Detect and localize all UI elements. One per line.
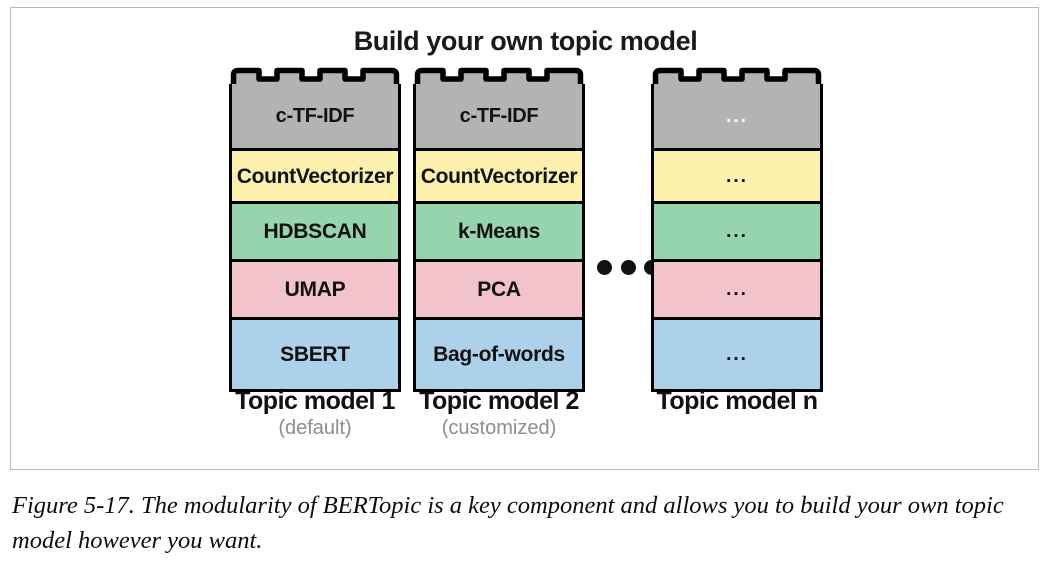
block-representation[interactable]: c-TF-IDF [232,84,398,151]
block-dimensionality-reduction[interactable]: ... [654,262,820,320]
topic-model-n-caption: Topic model n [651,387,823,416]
tower-subtitle: (default) [278,416,352,439]
figure-caption: Figure 5-17. The modularity of BERTopic … [12,492,1004,554]
tower-name: Topic model n [656,387,818,415]
block-label: ... [726,279,748,300]
tower-group: c-TF-IDF CountVectorizer HDBSCAN UMAP SB… [11,66,1040,466]
figure-title: Build your own topic model [353,26,698,56]
block-vectorizer[interactable]: CountVectorizer [416,151,582,204]
block-label: k-Means [458,220,540,243]
tower-name: Topic model 2 [419,387,579,415]
tower-subtitle: (customized) [441,416,557,439]
block-clustering[interactable]: ... [654,204,820,262]
block-dimensionality-reduction[interactable]: UMAP [232,262,398,320]
topic-model-1-stack: c-TF-IDF CountVectorizer HDBSCAN UMAP SB… [229,84,401,392]
block-embedding[interactable]: Bag-of-words [416,320,582,389]
block-label: Bag-of-words [433,343,565,366]
topic-model-2-stack: c-TF-IDF CountVectorizer k-Means PCA Bag… [413,84,585,392]
block-label: ... [726,105,748,127]
topic-model-1-caption: Topic model 1 (default) [229,387,401,441]
block-embedding[interactable]: ... [654,320,820,389]
block-label: ... [726,221,748,242]
block-label: UMAP [284,278,346,301]
block-label: HDBSCAN [263,220,367,243]
topic-model-n-stack: ... ... ... ... ... [651,84,823,392]
block-vectorizer[interactable]: CountVectorizer [232,151,398,204]
block-representation[interactable]: ... [654,84,820,151]
ellipsis-dot [620,259,636,275]
figure-frame: Build your own topic model c-TF-IDF Coun… [10,7,1039,470]
horizontal-ellipsis-separator [597,259,659,275]
block-clustering[interactable]: k-Means [416,204,582,262]
block-representation[interactable]: c-TF-IDF [416,84,582,151]
topic-model-2-caption: Topic model 2 (customized) [413,387,585,441]
block-label: ... [726,344,748,365]
block-label: PCA [477,278,521,301]
block-label: SBERT [280,343,350,366]
ellipsis-dot [597,259,612,275]
block-label: CountVectorizer [236,164,394,188]
block-label: CountVectorizer [420,164,578,188]
block-vectorizer[interactable]: ... [654,151,820,204]
block-label: c-TF-IDF [459,105,539,127]
block-embedding[interactable]: SBERT [232,320,398,389]
block-dimensionality-reduction[interactable]: PCA [416,262,582,320]
block-label: ... [726,165,748,187]
block-clustering[interactable]: HDBSCAN [232,204,398,262]
tower-name: Topic model 1 [235,387,395,415]
block-label: c-TF-IDF [275,105,355,127]
